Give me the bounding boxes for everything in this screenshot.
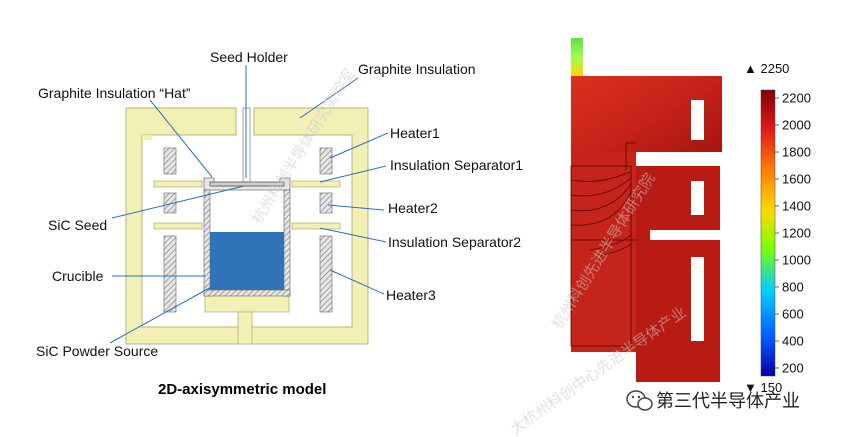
- gap-separator2: [650, 230, 722, 239]
- label-insulation-separator2: Insulation Separator2: [388, 234, 521, 250]
- colorbar-tick-label: 400: [782, 334, 804, 349]
- label-seed-holder: Seed Holder: [210, 49, 288, 65]
- colorbar-ticks: 2200 2000 1800 1600 1400 1200 1000 800 600 400 200: [775, 91, 811, 376]
- cutout-heater3: [691, 257, 704, 341]
- colorbar-tick-label: 600: [782, 307, 804, 322]
- brand-footer: 第三代半导体产业: [626, 390, 800, 412]
- colorbar: ▲ 2250 2200 2000 1800 1600 1400 1200 1000 800 60…: [744, 61, 811, 395]
- colorbar-gradient: [760, 89, 776, 377]
- gap-separator1: [643, 152, 722, 165]
- sic-seed: [209, 181, 285, 187]
- bottom-insulation-stem: [237, 311, 253, 345]
- wechat-icon: [626, 390, 653, 411]
- label-sic-powder-source: SiC Powder Source: [36, 343, 158, 359]
- heater2-right: [319, 192, 333, 214]
- label-sic-seed: SiC Seed: [48, 217, 107, 233]
- crucible-left-wall: [203, 189, 211, 297]
- colorbar-tick-label: 1600: [782, 172, 811, 187]
- colorbar-tick-label: 2200: [782, 91, 811, 106]
- furnace-diagram: Seed Holder Graphite Insulation Graphite…: [36, 49, 523, 398]
- graphite-insulation-top-left: [142, 135, 152, 140]
- leader-lines: [109, 65, 389, 344]
- heater3-left: [163, 235, 177, 313]
- colorbar-tick-label: 200: [782, 361, 804, 376]
- label-crucible: Crucible: [52, 268, 104, 284]
- crucible-right-wall: [283, 189, 291, 297]
- colorbar-tick-label: 800: [782, 280, 804, 295]
- label-graphite-hat: Graphite Insulation “Hat”: [38, 85, 191, 101]
- label-graphite-insulation: Graphite Insulation: [358, 61, 476, 77]
- field-upper-region: [571, 76, 722, 166]
- brand-text: 第三代半导体产业: [656, 391, 800, 412]
- insulation-separator1-right: [291, 180, 341, 188]
- cutout-heater2: [691, 181, 704, 215]
- label-heater2: Heater2: [388, 200, 438, 216]
- heater3-right: [319, 235, 333, 313]
- label-heater3: Heater3: [386, 287, 436, 303]
- diagram-caption: 2D-axisymmetric model: [158, 381, 326, 398]
- label-heater1: Heater1: [390, 125, 440, 141]
- colorbar-min-marker: ▼ 150: [744, 380, 782, 395]
- heater1-left: [163, 147, 177, 175]
- colorbar-tick-label: 1200: [782, 226, 811, 241]
- colorbar-max-marker: ▲ 2250: [744, 61, 789, 76]
- temperature-field-plot: [570, 38, 722, 382]
- insulation-separator1-left: [153, 180, 203, 188]
- watermark-left: 杭州科创半导体研究实验室: [248, 65, 359, 227]
- graphite-hat: [203, 177, 291, 191]
- label-insulation-separator1: Insulation Separator1: [390, 157, 523, 173]
- heater2-left: [163, 192, 177, 214]
- insulation-separator2-left: [153, 222, 203, 230]
- graphite-insulation-outer: [125, 107, 369, 345]
- crucible-bottom: [203, 289, 291, 297]
- field-left-column: [571, 152, 636, 352]
- colorbar-tick-label: 2000: [782, 118, 811, 133]
- field-top-strip: [571, 38, 583, 76]
- colorbar-tick-label: 1800: [782, 145, 811, 160]
- insulation-separator2-right: [291, 222, 341, 230]
- cutout-heater1: [691, 100, 704, 140]
- colorbar-tick-label: 1400: [782, 199, 811, 214]
- colorbar-tick-label: 1000: [782, 253, 811, 268]
- bottom-insulation-block: [204, 293, 290, 313]
- heater1-right: [319, 147, 333, 175]
- field-structure-lines: [570, 142, 636, 347]
